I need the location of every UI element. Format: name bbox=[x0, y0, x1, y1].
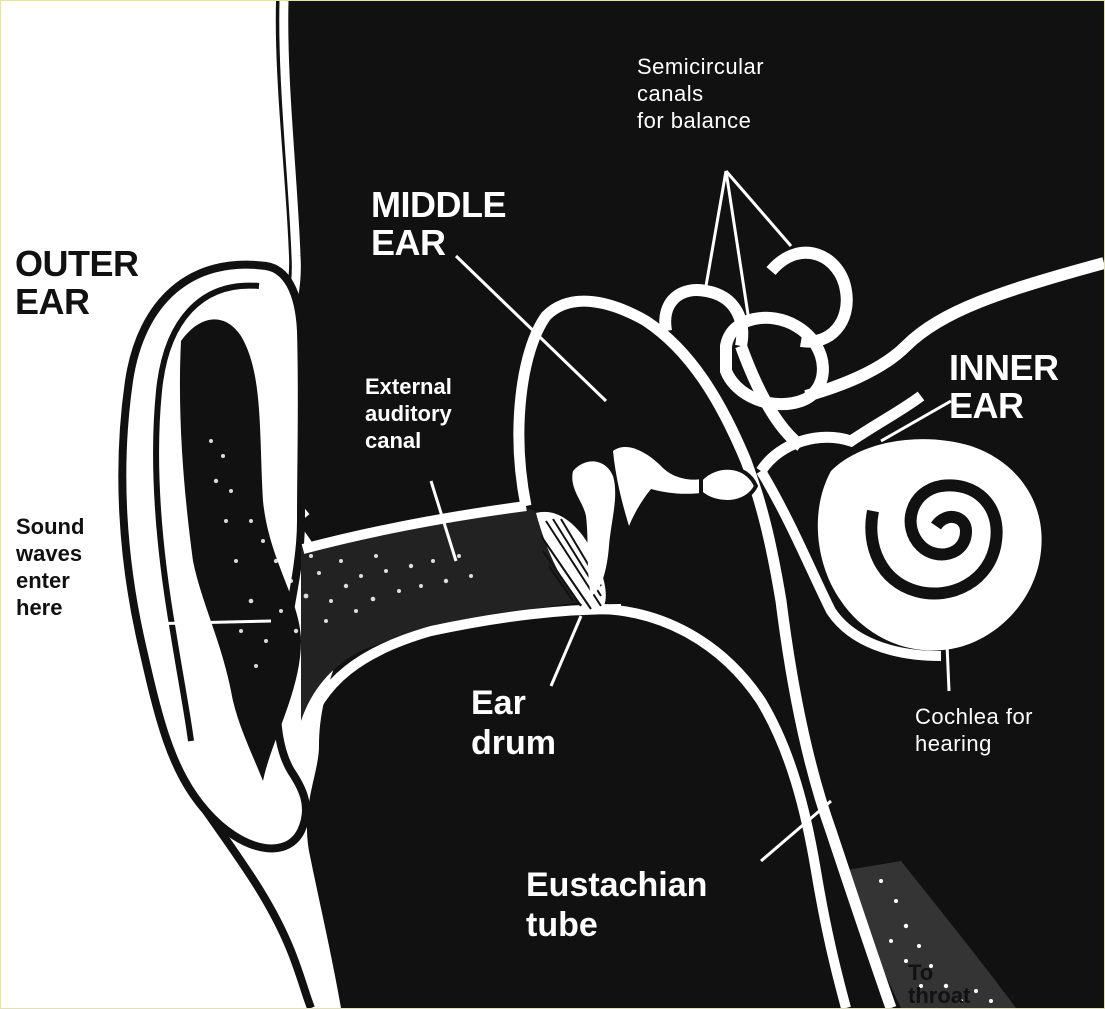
label-outer-ear: OUTER EAR bbox=[15, 245, 139, 321]
label-eustachian-tube: Eustachian tube bbox=[526, 865, 707, 945]
label-semicircular-canals: Semicircular canals for balance bbox=[637, 53, 764, 134]
label-cochlea: Cochlea for hearing bbox=[915, 703, 1033, 757]
label-to-throat: To throat bbox=[908, 961, 970, 1007]
label-ear-drum: Ear drum bbox=[471, 683, 556, 763]
label-external-auditory-canal: External auditory canal bbox=[365, 373, 452, 454]
label-middle-ear: MIDDLE EAR bbox=[371, 186, 506, 262]
ossicle-stapes bbox=[701, 468, 756, 502]
label-sound-waves: Sound waves enter here bbox=[16, 513, 84, 621]
label-inner-ear: INNER EAR bbox=[949, 349, 1059, 425]
